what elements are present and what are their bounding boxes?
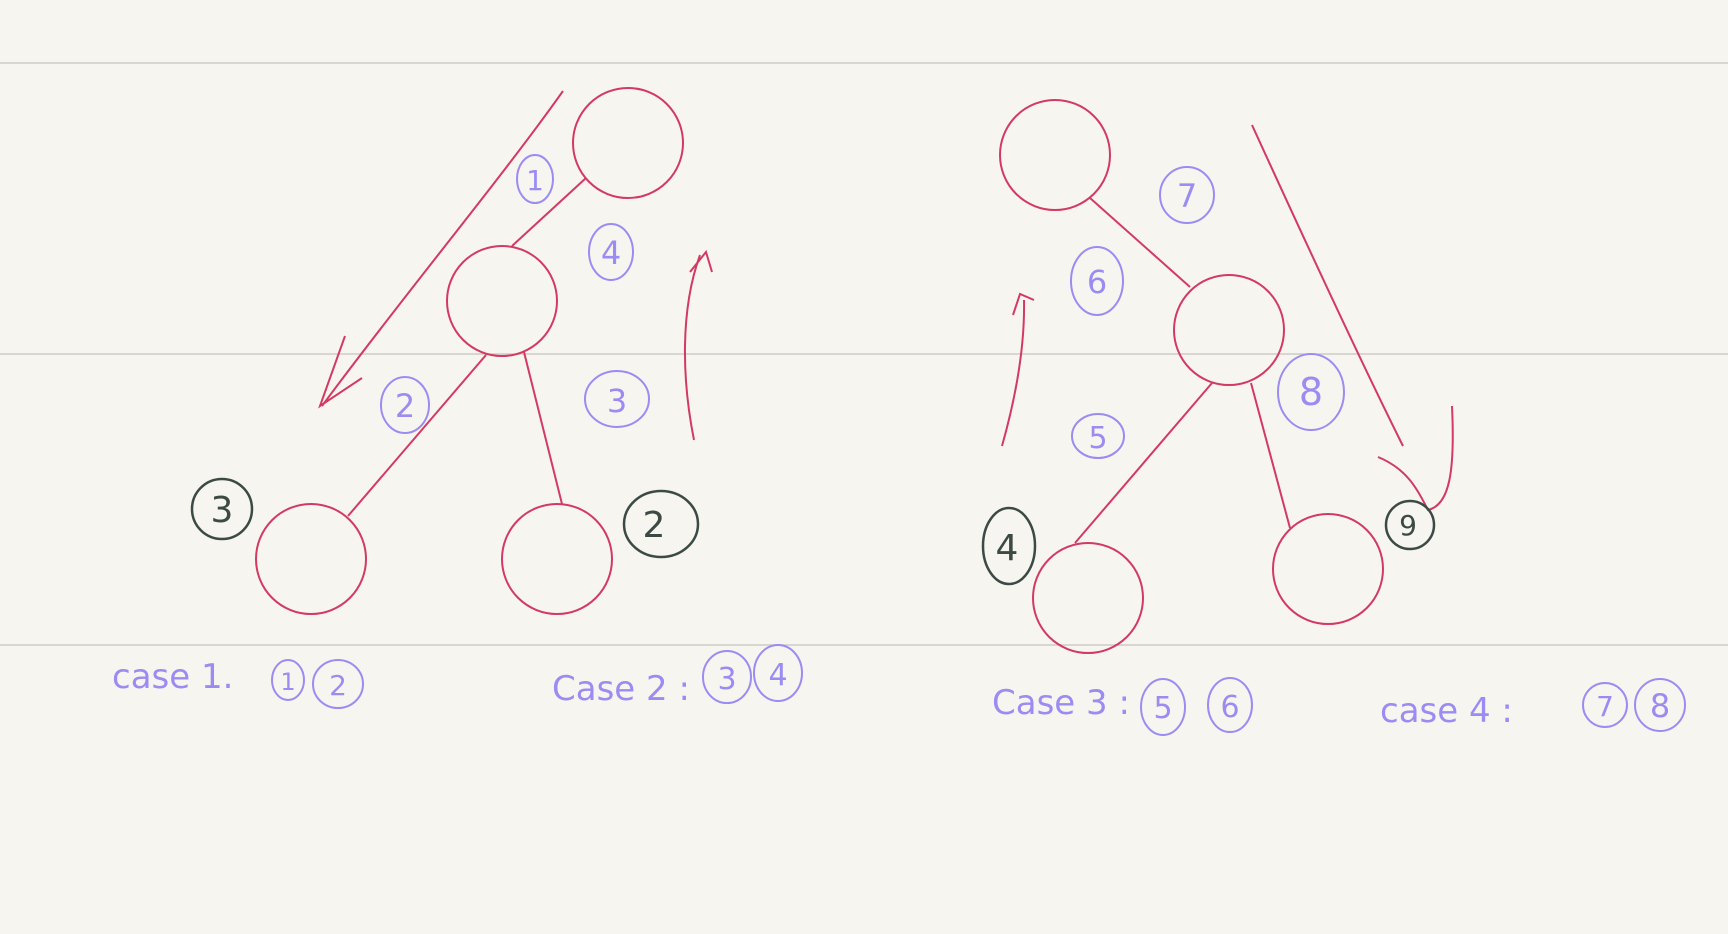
caption-mark-circle <box>271 659 305 701</box>
caption-mark-circle <box>1634 678 1686 732</box>
caption-mark: 2 <box>329 669 347 702</box>
return-arrow <box>684 254 701 441</box>
case-2-caption: Case 2 : 3 4 <box>552 644 803 709</box>
edge-label: 3 <box>607 382 627 420</box>
edge-label-circle <box>1070 246 1124 316</box>
node-label: 9 <box>1399 509 1417 542</box>
edge-label: 6 <box>1087 263 1107 301</box>
caption-mark-circle <box>1140 678 1186 736</box>
node-label-circle <box>1384 499 1436 551</box>
edge-label: 1 <box>526 164 544 197</box>
caption-mark-circle <box>1582 682 1628 728</box>
tree-edge <box>511 177 587 247</box>
caption-mark: 4 <box>768 658 787 693</box>
arrow-head <box>1377 405 1454 512</box>
tree-edge <box>523 351 563 505</box>
edge-label-circle <box>1277 353 1345 431</box>
edge-label-circle <box>380 376 430 434</box>
node-label: 3 <box>211 490 234 531</box>
caption-text: case 4 : <box>1380 691 1513 731</box>
tree-edge <box>1250 382 1291 529</box>
left-tree <box>255 87 713 615</box>
caption-text: Case 2 : <box>552 669 690 709</box>
caption-mark: 1 <box>280 668 295 696</box>
caption-mark: 8 <box>1650 687 1670 725</box>
node-label-circle <box>981 506 1037 586</box>
tree-edge <box>347 354 487 517</box>
caption-mark: 3 <box>717 662 736 697</box>
caption-mark: 7 <box>1596 690 1614 723</box>
edge-label: 5 <box>1088 421 1107 456</box>
tree-node-root <box>572 87 684 199</box>
left-node-labels: 3 2 <box>190 477 700 559</box>
case-4-caption: case 4 : 7 8 <box>1380 678 1686 732</box>
edge-label: 4 <box>601 234 621 272</box>
node-label: 4 <box>996 528 1019 569</box>
caption-mark-circle <box>312 659 364 709</box>
right-node-labels: 4 9 <box>981 499 1436 586</box>
arrow-head <box>689 249 713 273</box>
right-tree <box>999 99 1454 654</box>
edge-label-circle <box>516 154 554 204</box>
edge-label: 8 <box>1299 370 1323 414</box>
return-arrow <box>1001 299 1026 447</box>
tree-node-left-leaf <box>1032 542 1144 654</box>
left-edge-labels: 1 4 2 3 <box>380 154 650 434</box>
case-3-caption: Case 3 : 5 6 <box>992 677 1253 736</box>
node-label-circle <box>622 489 700 559</box>
edge-label-circle <box>588 223 634 281</box>
tree-node-middle <box>446 245 558 357</box>
tree-node-right-leaf <box>501 503 613 615</box>
tree-node-right-leaf <box>1272 513 1384 625</box>
node-label: 2 <box>643 505 666 546</box>
tree-node-middle <box>1173 274 1285 386</box>
caption-mark: 5 <box>1153 691 1172 726</box>
caption-mark-circle <box>753 644 803 702</box>
traversal-arrow <box>321 90 564 407</box>
caption-text: Case 3 : <box>992 683 1130 723</box>
edge-label-circle <box>1071 413 1125 459</box>
traversal-arrow <box>1251 124 1404 447</box>
node-label-circle <box>190 477 254 541</box>
tree-node-left-leaf <box>255 503 367 615</box>
tree-edge <box>1074 382 1213 544</box>
caption-mark-circle <box>702 650 752 704</box>
tree-node-root <box>999 99 1111 211</box>
case-1-caption: case 1. 1 2 <box>112 657 364 709</box>
tree-edge <box>1089 197 1191 288</box>
right-edge-labels: 7 6 5 8 <box>1070 166 1345 459</box>
arrow-head <box>1012 292 1035 316</box>
caption-text: case 1. <box>112 657 233 697</box>
caption-mark-circle <box>1207 677 1253 733</box>
caption-mark: 6 <box>1220 690 1239 725</box>
edge-label: 2 <box>395 387 415 425</box>
arrow-head <box>318 335 363 409</box>
edge-label: 7 <box>1177 177 1197 215</box>
edge-label-circle <box>1159 166 1215 224</box>
edge-label-circle <box>584 370 650 428</box>
